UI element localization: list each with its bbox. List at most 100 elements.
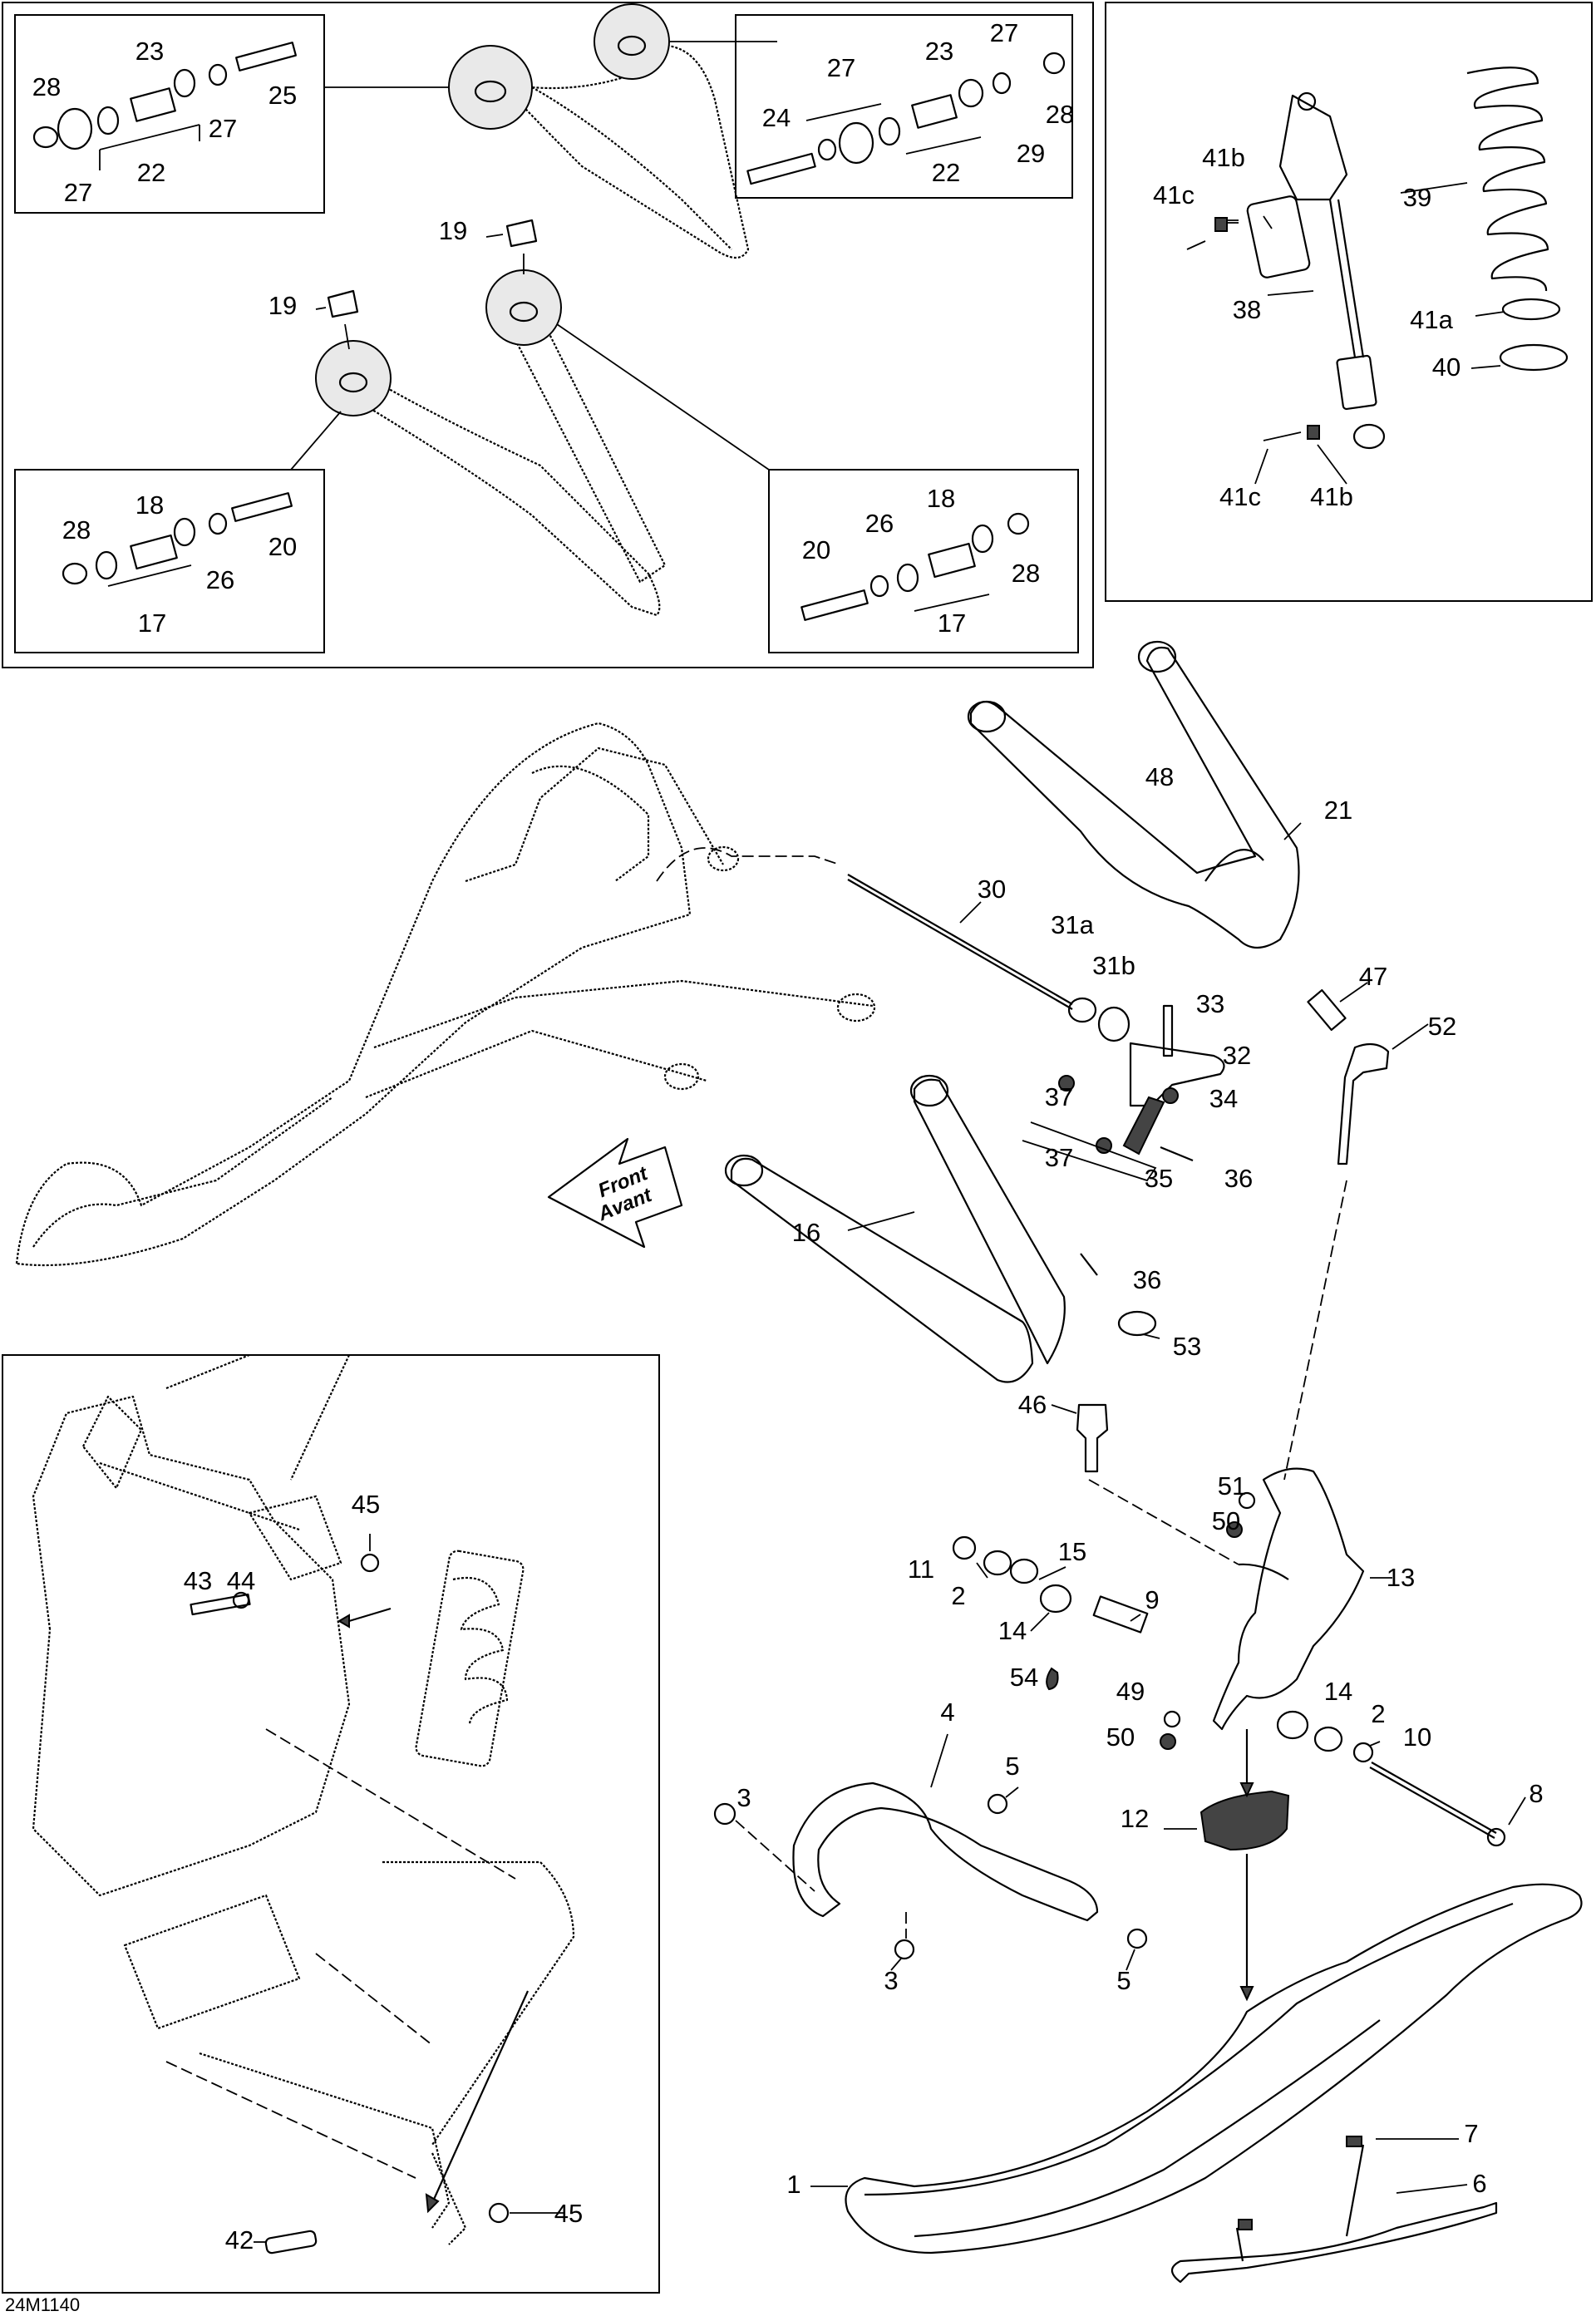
spring-stopper-40 [1499, 343, 1569, 372]
bolt-5-lower [1126, 1928, 1148, 1949]
callout-47: 47 [1359, 962, 1387, 991]
bushing-15 [1009, 1558, 1039, 1584]
callout-1: 1 [786, 2170, 800, 2199]
callout-10: 10 [1403, 1722, 1431, 1752]
callout-9: 9 [1145, 1585, 1159, 1614]
callout-52: 52 [1428, 1012, 1456, 1041]
callout-31a: 31a [1051, 910, 1094, 939]
detail-box-upper-left [14, 14, 325, 214]
callout-18: 18 [135, 490, 164, 520]
tie-rod-30 [847, 874, 1073, 1005]
detail-box-hardware [32, 42, 1066, 621]
bolt-36 [1160, 1146, 1194, 1162]
callout-22: 22 [932, 158, 960, 187]
callout-3: 3 [884, 1966, 898, 1995]
bushing-3-upper [713, 1802, 736, 1826]
frame-mount-inset-frame [2, 1354, 660, 2294]
callout-45: 45 [352, 1490, 380, 1519]
callout-14: 14 [1324, 1677, 1352, 1706]
callout-41a: 41a [1410, 305, 1453, 334]
lower-a-arm-16 [730, 1157, 1034, 1383]
callout-7: 7 [1464, 2119, 1478, 2148]
upper-a-arm-21 [969, 646, 1300, 949]
callout-23: 23 [925, 37, 953, 66]
callout-22: 22 [137, 158, 165, 187]
steering-arm-32 [1129, 1042, 1225, 1107]
washer-11 [952, 1535, 977, 1560]
bolt-3-lower [894, 1939, 915, 1960]
callout-42: 42 [225, 2225, 254, 2254]
bushing-19-upper [505, 219, 538, 248]
frame-mount-assembly [32, 1353, 575, 2254]
callout-20: 20 [268, 532, 297, 561]
bushing-2 [983, 1550, 1012, 1576]
nut-37-upper [1058, 1075, 1075, 1092]
callout-4: 4 [940, 1698, 954, 1727]
callout-27: 27 [64, 178, 92, 207]
ski-1 [845, 1883, 1583, 2254]
bolt-5-upper [987, 1793, 1008, 1815]
callout-15: 15 [1058, 1537, 1086, 1566]
bolt-42 [264, 2230, 318, 2254]
callout-11: 11 [908, 1555, 934, 1584]
callout-31b: 31b [1092, 951, 1135, 980]
callout-41b: 41b [1310, 482, 1353, 511]
callout-50: 50 [1106, 1722, 1135, 1752]
shock-spring [1466, 67, 1549, 292]
detail-box-lower-left [14, 469, 325, 653]
callout-28: 28 [32, 72, 61, 101]
callout-50: 50 [1212, 1506, 1240, 1535]
shock-inset-frame [1105, 2, 1593, 602]
upper-a-arm-outline [485, 44, 750, 259]
callout-14: 14 [998, 1616, 1027, 1645]
grease-54 [1046, 1667, 1059, 1691]
nut-45-lower [488, 2202, 510, 2224]
callout-46: 46 [1018, 1390, 1047, 1419]
bulkhead-outline [32, 1395, 351, 1897]
callout-48: 48 [1145, 762, 1174, 791]
callout-51: 51 [1218, 1471, 1246, 1501]
callout-3: 3 [736, 1783, 751, 1812]
callout-26: 26 [865, 509, 894, 538]
bolt-43 [190, 1593, 251, 1616]
nut-50-lower [1160, 1733, 1176, 1750]
callout-21: 21 [1324, 796, 1352, 825]
lower-a-arm-outline [335, 356, 661, 617]
callout-54: 54 [1010, 1663, 1038, 1692]
bolt-8 [1371, 1762, 1497, 1834]
callout-28: 28 [1046, 100, 1074, 129]
callout-16: 16 [792, 1218, 820, 1247]
ring-53 [1117, 1310, 1157, 1337]
bolt-33 [1162, 1004, 1174, 1057]
pivot-highlight-2 [594, 3, 670, 80]
ski-handle-4 [792, 1781, 1099, 1922]
nut-34 [1162, 1087, 1179, 1104]
washer-10 [1352, 1742, 1374, 1763]
callout-32: 32 [1223, 1041, 1251, 1070]
callout-2: 2 [1371, 1699, 1385, 1728]
chassis-outline [15, 722, 692, 1267]
nut-50-upper [1226, 1521, 1243, 1538]
nut-37-lower [1096, 1137, 1112, 1154]
callout-19: 19 [268, 291, 297, 320]
bushing-14 [1039, 1584, 1072, 1614]
callout-12: 12 [1121, 1804, 1149, 1833]
exploded-suspension [713, 640, 1583, 2284]
callout-20: 20 [802, 535, 830, 564]
callout-27: 27 [827, 53, 855, 82]
spring-seat-41a [1501, 298, 1561, 321]
callout-38: 38 [1233, 295, 1261, 324]
callout-30: 30 [978, 875, 1006, 904]
callout-36: 36 [1133, 1265, 1161, 1294]
callout-19: 19 [439, 216, 467, 245]
callout-35: 35 [1145, 1164, 1173, 1193]
callout-43: 43 [184, 1566, 212, 1595]
upper-inset-arms [290, 3, 777, 617]
callout-5: 5 [1116, 1966, 1130, 1995]
bushing-19-lower [327, 289, 359, 318]
callout-40: 40 [1432, 352, 1461, 382]
callout-25: 25 [268, 81, 297, 110]
callout-17: 17 [938, 609, 966, 638]
front-suspension-overview: Front Avant [15, 722, 876, 1267]
callout-41c: 41c [1153, 180, 1195, 209]
